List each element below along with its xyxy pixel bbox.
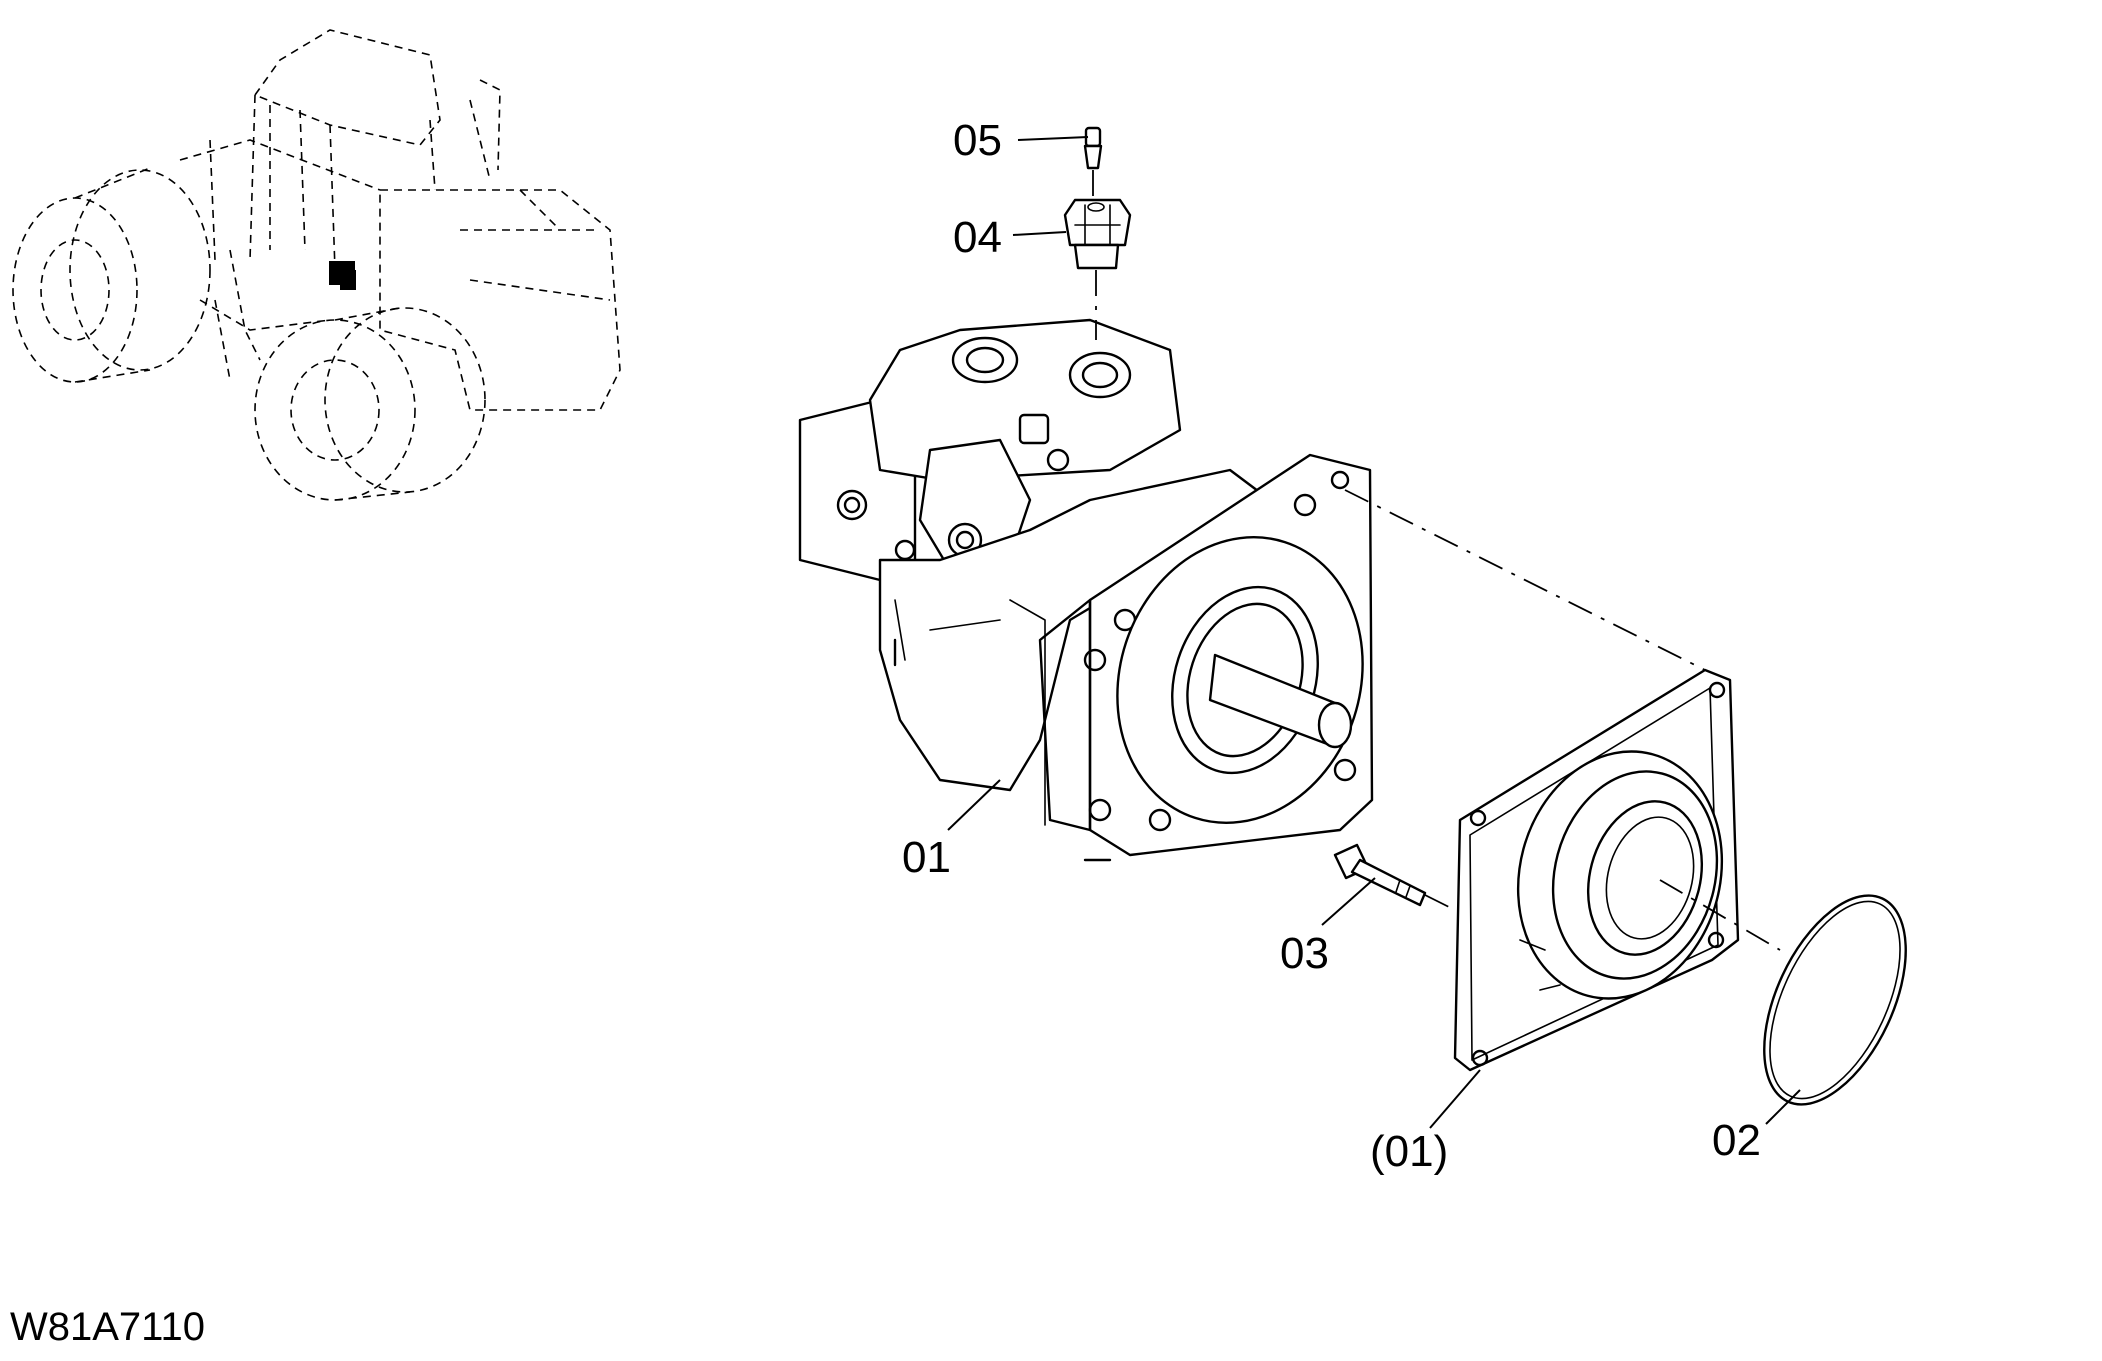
part-05-fitting <box>1083 126 1103 170</box>
vehicle-locator-inset <box>12 29 621 501</box>
adapter-flange <box>1453 668 1740 1072</box>
hydraulic-pump-assembly <box>798 318 1374 862</box>
pump-location-marker <box>329 261 356 290</box>
part-04-hex-plug <box>1063 198 1132 270</box>
leader-01 <box>947 779 1001 831</box>
callout-05: 05 <box>953 116 1002 165</box>
callout-02: 02 <box>1712 1116 1761 1165</box>
leader-02 <box>1765 1089 1801 1125</box>
assembly-centerline-bolt <box>1424 894 1456 911</box>
leader-04 <box>1012 231 1067 236</box>
part-02-o-ring <box>1763 894 1907 1106</box>
figure-code: W81A7110 <box>10 1305 205 1349</box>
callout-01-flange: (01) <box>1370 1127 1448 1176</box>
leader-01b <box>1429 1069 1481 1129</box>
callout-01: 01 <box>902 833 951 882</box>
callout-03: 03 <box>1280 929 1329 978</box>
part-03-bolt <box>1333 843 1427 907</box>
callout-04: 04 <box>953 213 1002 262</box>
leader-03 <box>1321 877 1376 926</box>
leader-05 <box>1017 136 1089 141</box>
assembly-centerline-top <box>1092 170 1097 340</box>
assembly-centerline-flange <box>1344 489 1706 671</box>
assembly-centerline-oring <box>1659 879 1781 951</box>
